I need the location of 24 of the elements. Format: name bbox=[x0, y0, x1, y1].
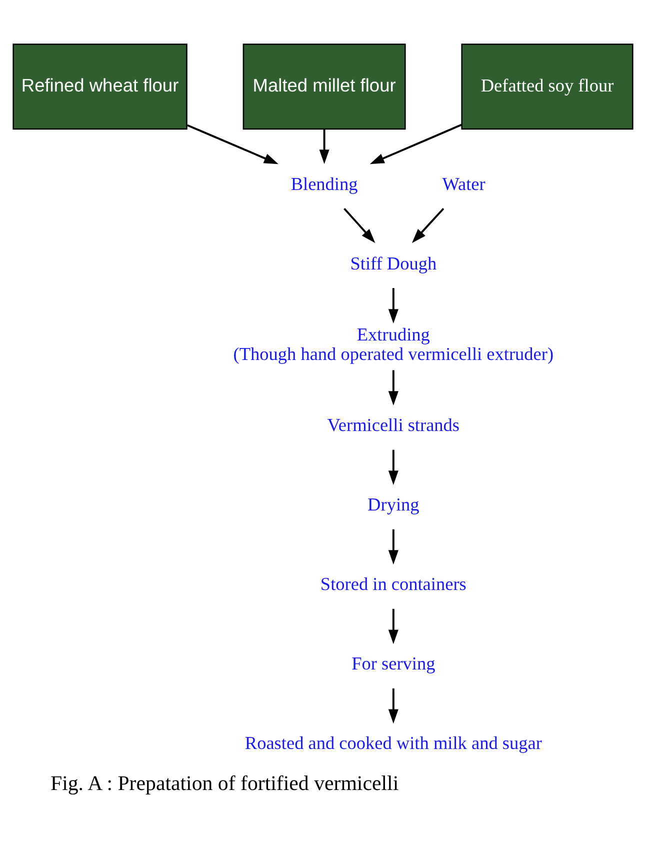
node-text: Extruding (Though hand operated vermicelli extruder) bbox=[233, 324, 554, 364]
arrow bbox=[319, 128, 330, 164]
arrow bbox=[412, 207, 444, 242]
arrow bbox=[388, 370, 398, 406]
arrow bbox=[388, 449, 398, 484]
arrow bbox=[388, 688, 398, 724]
caption: Fig. A : Prepatation of fortified vermicelli bbox=[50, 770, 399, 794]
node-text: Stiff Dough bbox=[350, 252, 437, 273]
node-text: Roasted and cooked with milk and sugar bbox=[244, 732, 542, 753]
node-text: Blending bbox=[290, 173, 358, 194]
node-text: For serving bbox=[352, 653, 436, 674]
node-text: Drying bbox=[368, 494, 420, 514]
node-text: Vermicelli strands bbox=[327, 414, 460, 435]
node-text: Stored in containers bbox=[320, 574, 466, 594]
arrow bbox=[187, 124, 278, 164]
arrow bbox=[388, 288, 398, 323]
arrow bbox=[388, 528, 398, 564]
node-text: Water bbox=[442, 173, 486, 194]
arrow bbox=[344, 207, 376, 242]
node-box: Malted millet flour bbox=[242, 43, 406, 130]
node-box: Defatted soy flour bbox=[461, 43, 634, 130]
arrow bbox=[370, 123, 462, 164]
node-box: Refined wheat flour bbox=[12, 43, 188, 130]
arrow bbox=[388, 608, 398, 644]
